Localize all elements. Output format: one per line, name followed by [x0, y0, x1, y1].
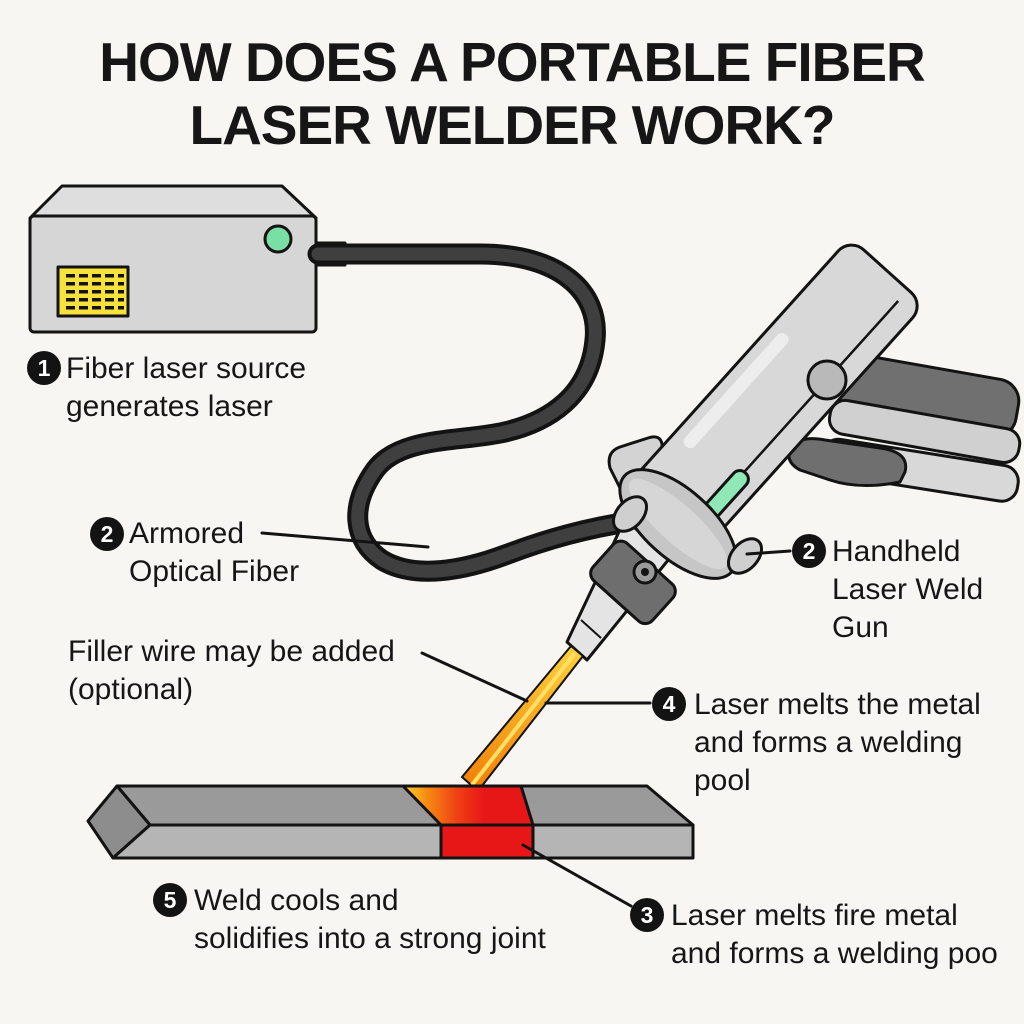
callout-laser-melts-fire-metal: 3 Laser melts fire metal and forms a wel…: [630, 898, 998, 970]
callout-3-line2: and forms a welding poo: [671, 937, 998, 970]
cable-core: [311, 247, 647, 578]
badge-3-number: 3: [641, 902, 654, 928]
beam-core: [470, 651, 577, 787]
weld-seam-front: [439, 823, 535, 860]
leader-handheld-gun: [745, 549, 792, 556]
filler-wire-line2: (optional): [68, 673, 193, 706]
handheld-laser-weld-gun: [565, 243, 1022, 662]
callout-3-line1: Laser melts fire metal: [671, 899, 958, 932]
nozzle-seam: [580, 619, 602, 639]
power-led-indicator: [263, 224, 293, 254]
badge-2b-number: 2: [803, 538, 816, 564]
badge-1: [27, 351, 61, 385]
gun-trigger-housing: [787, 437, 908, 488]
callout-2b-line2: Laser Weld: [832, 573, 983, 606]
callout-weld-cools: 5 Weld cools and solidifies into a stron…: [153, 883, 547, 955]
vent-grille-slots: [62, 271, 124, 312]
badge-2a: [90, 517, 124, 551]
callout-5-line1: Weld cools and: [194, 884, 399, 917]
callout-4-line3: pool: [694, 764, 751, 797]
title-line-1: HOW DOES A PORTABLE FIBER: [99, 31, 925, 93]
gun-button: [806, 359, 848, 401]
callout-fiber-laser-source: 1 Fiber laser source generates laser: [27, 351, 306, 423]
workpiece-metal-bar: [86, 784, 695, 860]
leader-armored-fiber: [260, 531, 430, 549]
metal-front-face: [111, 823, 695, 860]
armored-optical-fiber-cable: [307, 243, 651, 582]
badge-2a-number: 2: [101, 521, 114, 547]
badge-5-number: 5: [164, 887, 177, 913]
leader-filler-wire: [420, 651, 529, 703]
callout-2a-line1: Armored: [129, 517, 244, 550]
collar-ear-right: [726, 537, 764, 575]
metal-top-face: [115, 784, 695, 827]
callout-4-line1: Laser melts the metal: [694, 688, 981, 721]
callout-5-line2: solidifies into a strong joint: [194, 922, 547, 955]
leader-weld-seam: [521, 843, 633, 908]
gun-handle-band-1: [827, 398, 1022, 464]
badge-3: [630, 898, 664, 932]
callout-1-line1: Fiber laser source: [66, 352, 306, 385]
callout-laser-melts-metal: 4 Laser melts the metal and forms a weld…: [652, 687, 981, 797]
fiber-laser-source-box: [28, 184, 347, 334]
title-line-2: LASER WELDER WORK?: [189, 94, 834, 156]
gun-collar-inner: [628, 478, 728, 570]
badge-4-number: 4: [663, 691, 676, 717]
badge-1-number: 1: [38, 355, 51, 381]
box-top-face: [28, 184, 318, 220]
badge-4: [652, 687, 686, 721]
clamp-screw-center: [641, 568, 649, 576]
gun-body-highlight: [683, 332, 789, 449]
callout-2a-line2: Optical Fiber: [129, 555, 299, 588]
filler-wire-line1: Filler wire may be added: [68, 635, 395, 668]
callout-2b-line3: Gun: [832, 611, 889, 644]
badge-2b: [792, 534, 826, 568]
callout-1-line2: generates laser: [66, 390, 273, 423]
collar-ear-left: [611, 495, 649, 533]
callout-4-line2: and forms a welding: [694, 726, 962, 759]
callout-handheld-gun: 2 Handheld Laser Weld Gun: [792, 534, 983, 644]
callout-2b-line1: Handheld: [832, 535, 960, 568]
badge-5: [153, 883, 187, 917]
callout-armored-optical-fiber: 2 Armored Optical Fiber: [90, 517, 299, 588]
callout-filler-wire: Filler wire may be added (optional): [68, 635, 395, 706]
